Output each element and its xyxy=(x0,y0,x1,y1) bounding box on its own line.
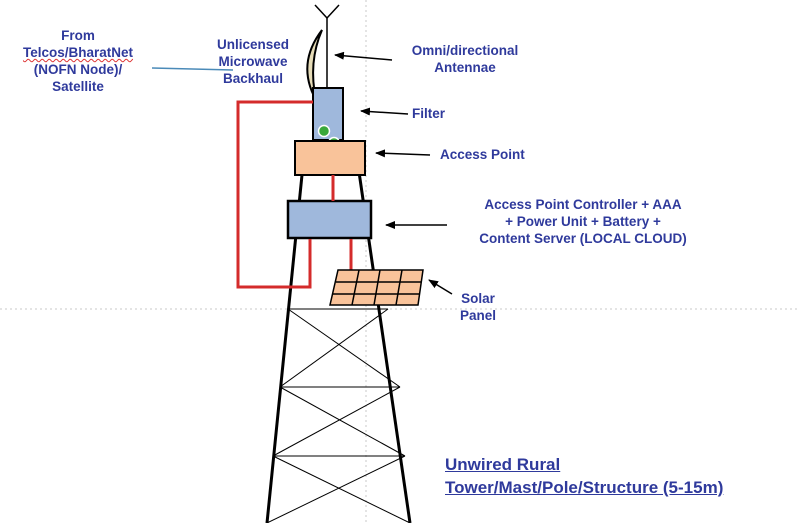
solar-label: Solar Panel xyxy=(448,290,508,324)
antennae-label: Omni/directional Antennae xyxy=(390,42,540,76)
solar-label-line: Solar xyxy=(461,291,495,306)
source-label-line: From xyxy=(61,28,95,43)
source-label-line: (NOFN Node)/ xyxy=(33,62,123,77)
source-connector xyxy=(151,67,234,71)
solar-label-line: Panel xyxy=(459,308,497,323)
controller-label-line: Content Server (LOCAL CLOUD) xyxy=(479,231,687,246)
diagram-title: Unwired Rural Tower/Mast/Pole/Structure … xyxy=(445,453,723,499)
diagram-title-line: Tower/Mast/Pole/Structure (5-15m) xyxy=(445,478,724,497)
antennae-label-line: Omni/directional xyxy=(411,43,519,58)
source-label-line: Satellite xyxy=(52,79,104,94)
access-point-label-text: Access Point xyxy=(440,147,525,162)
antenna-icon xyxy=(314,4,340,90)
access-point-label: Access Point xyxy=(440,146,525,163)
controller-box xyxy=(286,199,373,240)
source-label: From Telcos/BharatNet (NOFN Node)/ Satel… xyxy=(3,27,153,95)
antennae-label-line: Antennae xyxy=(434,60,496,75)
controller-label-line: Access Point Controller + AAA xyxy=(484,197,682,212)
controller-label: Access Point Controller + AAA + Power Un… xyxy=(448,196,718,247)
indicator-led-icon xyxy=(317,124,331,138)
diagram-title-line: Unwired Rural xyxy=(445,455,561,474)
power-cable xyxy=(236,100,353,289)
backhaul-label-line: Microwave xyxy=(218,54,288,69)
access-point-box xyxy=(294,140,366,176)
backhaul-label: Unlicensed Microwave Backhaul xyxy=(198,36,308,87)
filter-label: Filter xyxy=(412,105,445,122)
arrow-icon xyxy=(334,51,453,295)
filter-label-text: Filter xyxy=(412,106,446,121)
source-label-line: Telcos/BharatNet xyxy=(22,45,134,60)
backhaul-label-line: Unlicensed xyxy=(216,37,290,52)
solar-panel-icon xyxy=(329,269,424,306)
backhaul-label-line: Backhaul xyxy=(222,71,284,86)
controller-label-line: + Power Unit + Battery + xyxy=(505,214,661,229)
